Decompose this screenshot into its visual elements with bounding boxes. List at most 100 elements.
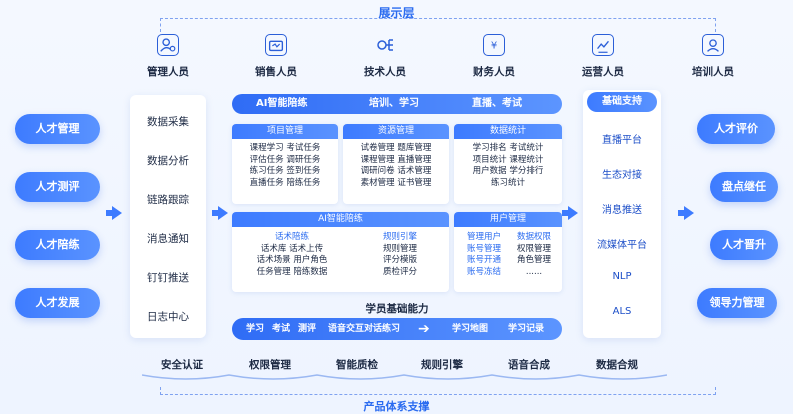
pill-talent-development: 人才发展 <box>15 288 100 318</box>
card-row: 话术场景 用户角色 <box>256 255 328 265</box>
card-row: 项目统计 课程统计 <box>472 154 544 165</box>
role-label: 培训人员 <box>692 66 734 78</box>
ai-left-title: 话术陪练 <box>274 232 309 242</box>
arrow-right-icon <box>106 206 122 220</box>
card-row: 试卷管理 题库管理 <box>360 143 432 153</box>
pill-talent-assessment: 人才测评 <box>15 172 100 202</box>
card-project-management: 项目管理 课程学习 考试任务 评估任务 调研任务 练习任务 签到任务 直播任务 … <box>232 124 338 204</box>
support-item: ALS <box>612 306 632 317</box>
support-permission: 权限管理 <box>249 359 291 371</box>
support-header: 基础支持 <box>587 92 657 112</box>
role-label: 财务人员 <box>473 66 515 78</box>
base-item: 测评 <box>298 324 317 334</box>
support-item: NLP <box>612 271 632 282</box>
role-finance: ¥ 财务人员 <box>454 34 534 79</box>
card-row: 评分模版 <box>382 255 417 265</box>
role-sales: 销售人员 <box>236 34 316 79</box>
finance-icon: ¥ <box>483 34 505 56</box>
feature-banner: AI智能陪练 培训、学习 直播、考试 <box>232 94 562 114</box>
arrow-right-icon <box>562 206 578 220</box>
card-row: 权限管理 <box>516 243 551 254</box>
card-row: 课程学习 考试任务 <box>249 143 321 153</box>
pill-talent-management: 人才管理 <box>15 114 100 144</box>
trainer-icon <box>702 34 724 56</box>
card-row: 账号管理 <box>466 243 501 254</box>
card-title: 资源管理 <box>343 124 449 139</box>
top-layer-title: 展示层 <box>378 6 415 20</box>
card-row: 学习排名 考试统计 <box>472 143 544 153</box>
support-item: 直播平台 <box>602 135 642 146</box>
support-wave <box>142 374 667 380</box>
support-compliance: 数据合规 <box>596 359 638 371</box>
card-row: 用户数据 学分排行 <box>472 166 544 176</box>
role-trainer: 培训人员 <box>673 34 753 79</box>
card-row: 调研问卷 话术管理 <box>360 166 432 176</box>
card-row: 练习任务 签到任务 <box>249 166 321 176</box>
card-title: 项目管理 <box>232 124 338 139</box>
arrow-right-icon <box>678 206 694 220</box>
user-right-column: 数据权限 权限管理 角色管理 ...... <box>508 232 560 278</box>
role-label: 技术人员 <box>364 66 406 78</box>
banner-item: 培训、学习 <box>369 98 419 109</box>
user-left-column: 管理用户 账号管理 账号开通 账号冻结 <box>458 232 510 278</box>
support-speech: 语音合成 <box>508 359 550 371</box>
base-item: 学习地图 <box>452 324 489 334</box>
card-user-management: 用户管理 管理用户 账号管理 账号开通 账号冻结 数据权限 权限管理 角色管理 … <box>454 212 562 292</box>
role-ops: 运营人员 <box>563 34 643 79</box>
play-arrow-icon: ➔ <box>418 321 430 337</box>
card-row: 直播任务 陪练任务 <box>249 177 321 188</box>
card-data-statistics: 数据统计 学习排名 考试统计 项目统计 课程统计 用户数据 学分排行 练习统计 <box>454 124 562 204</box>
support-rule-engine: 规则引擎 <box>421 359 463 371</box>
card-row: 练习统计 <box>490 177 525 188</box>
ai-left-column: 话术陪练 话术库 话术上传 话术场景 用户角色 任务管理 陪练数据 <box>232 232 352 278</box>
bottom-layer-title: 产品体系支撑 <box>363 400 430 413</box>
role-label: 运营人员 <box>582 66 624 78</box>
card-row: 角色管理 <box>516 255 551 265</box>
left-panel-item: 数据采集 <box>147 116 189 128</box>
card-row: 评估任务 调研任务 <box>249 154 321 165</box>
banner-item: AI智能陪练 <box>256 98 308 109</box>
ai-right-column: 规则引擎 规则管理 评分模版 质检评分 <box>360 232 440 278</box>
pill-leadership: 领导力管理 <box>697 288 777 318</box>
left-panel-item: 日志中心 <box>147 311 189 323</box>
pill-talent-evaluation: 人才评价 <box>697 114 775 144</box>
role-label: 管理人员 <box>147 66 189 78</box>
ops-icon <box>592 34 614 56</box>
right-support-panel: 基础支持 直播平台 生态对接 消息推送 流媒体平台 NLP ALS <box>583 90 661 338</box>
left-panel-item: 消息通知 <box>147 233 189 245</box>
card-row: 任务管理 陪练数据 <box>256 266 328 277</box>
card-title: 数据统计 <box>454 124 562 139</box>
card-row: 素材管理 证书管理 <box>360 177 432 188</box>
pill-succession: 盘点继任 <box>710 172 778 202</box>
support-item: 生态对接 <box>602 170 642 181</box>
pill-promotion: 人才晋升 <box>710 230 778 260</box>
role-admin: 管理人员 <box>128 34 208 79</box>
left-panel-item: 数据分析 <box>147 155 189 167</box>
ai-right-title: 规则引擎 <box>382 232 417 242</box>
card-resource-management: 资源管理 试卷管理 题库管理 课程管理 直播管理 调研问卷 话术管理 素材管理 … <box>343 124 449 204</box>
base-item: 学习 <box>246 324 265 334</box>
tech-icon <box>374 34 396 56</box>
pill-talent-practice: 人才陪练 <box>15 230 100 260</box>
support-quality: 智能质检 <box>336 359 378 371</box>
left-panel-item: 钉钉推送 <box>147 272 189 284</box>
card-title: AI智能陪练 <box>232 212 449 227</box>
base-item: 学习记录 <box>508 324 545 334</box>
admin-icon <box>157 34 179 56</box>
left-panel-item: 链路跟踪 <box>147 194 189 206</box>
card-title: 用户管理 <box>454 212 562 227</box>
card-ai-practice: AI智能陪练 话术陪练 话术库 话术上传 话术场景 用户角色 任务管理 陪练数据… <box>232 212 449 292</box>
base-item: 考试 <box>272 324 291 334</box>
base-item: 语音交互对话练习 <box>328 324 401 334</box>
card-row: 规则管理 <box>382 243 417 254</box>
card-row: 账号冻结 <box>466 266 501 277</box>
card-row: 质检评分 <box>382 266 417 277</box>
card-row: 管理用户 <box>466 232 501 242</box>
card-row: ...... <box>525 266 543 277</box>
base-capability-bar: 学习 考试 测评 语音交互对话练习 ➔ 学习地图 学习记录 <box>232 318 562 340</box>
support-security: 安全认证 <box>161 359 203 371</box>
banner-item: 直播、考试 <box>472 98 522 109</box>
role-label: 销售人员 <box>255 66 297 78</box>
support-item: 流媒体平台 <box>597 240 647 251</box>
card-row: 数据权限 <box>516 232 551 242</box>
